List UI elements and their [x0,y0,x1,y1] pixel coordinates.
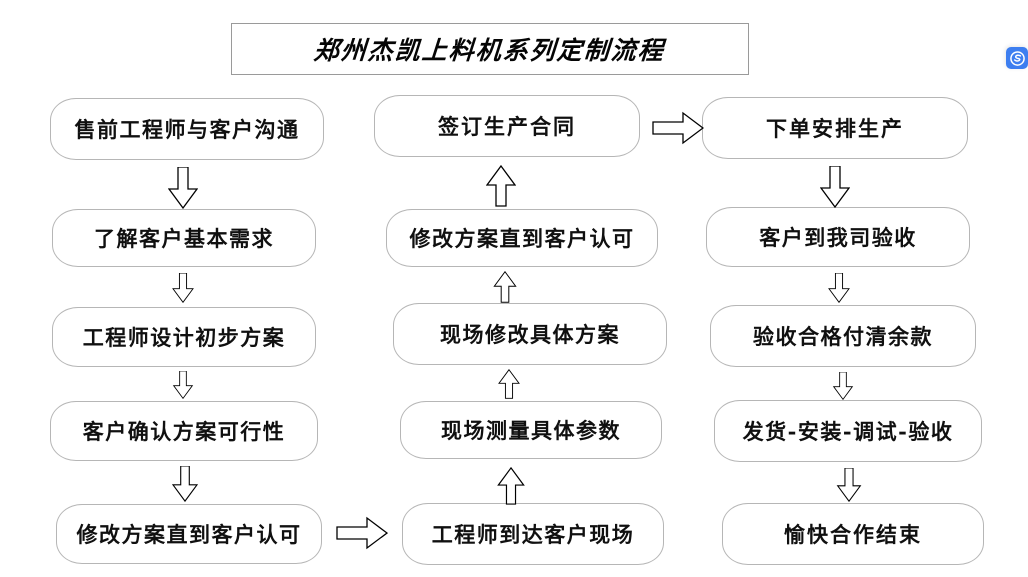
flow-arrow-down-a14 [834,468,864,502]
flow-node-label: 发货-安装-调试-验收 [742,418,954,444]
flow-node-n3[interactable]: 工程师设计初步方案 [52,307,316,367]
flow-node-n6[interactable]: 签订生产合同 [374,95,640,157]
flow-arrow-down-a13 [828,372,858,400]
flow-node-label: 签订生产合同 [438,113,576,139]
flow-arrow-up-a8 [490,271,520,303]
flow-node-n15[interactable]: 愉快合作结束 [722,503,984,565]
flow-node-n9[interactable]: 现场测量具体参数 [400,401,662,459]
chart-title-box: 郑州杰凯上料机系列定制流程 [231,23,749,75]
flow-node-n13[interactable]: 验收合格付清余款 [710,305,976,367]
flow-node-label: 工程师设计初步方案 [82,324,286,350]
flow-node-label: 客户到我司验收 [759,224,917,250]
sogou-logo-icon[interactable] [1006,47,1028,69]
flow-arrow-up-a6 [496,467,526,505]
flow-arrow-down-a11 [820,166,850,208]
flow-arrow-up-a7 [494,369,524,399]
flow-node-n2[interactable]: 了解客户基本需求 [52,209,316,267]
flow-node-label: 下单安排生产 [766,115,904,141]
flow-arrow-down-a4 [170,466,200,502]
flow-node-n11[interactable]: 下单安排生产 [702,97,968,159]
flow-node-label: 客户确认方案可行性 [82,418,286,444]
flow-arrow-down-a3 [168,371,198,399]
flow-node-n4[interactable]: 客户确认方案可行性 [50,401,318,461]
flow-node-n5[interactable]: 修改方案直到客户认可 [56,504,322,564]
flow-node-label: 工程师到达客户现场 [431,521,635,547]
flow-node-label: 验收合格付清余款 [753,323,933,349]
flow-arrow-down-a1 [168,167,198,209]
flow-node-label: 修改方案直到客户认可 [409,225,635,251]
flow-arrow-right-a10 [652,110,704,146]
flow-node-label: 现场修改具体方案 [440,321,620,347]
chart-title: 郑州杰凯上料机系列定制流程 [313,36,667,65]
flow-arrow-down-a12 [824,273,854,303]
flow-node-label: 修改方案直到客户认可 [76,521,302,547]
flow-arrow-down-a2 [168,273,198,303]
flow-arrow-right-a5 [336,516,388,550]
flow-node-label: 了解客户基本需求 [94,225,274,251]
flow-arrow-up-a9 [486,164,516,208]
flow-node-n14[interactable]: 发货-安装-调试-验收 [714,400,982,462]
flow-node-label: 愉快合作结束 [784,521,922,547]
flow-node-label: 现场测量具体参数 [441,417,621,443]
flow-node-n12[interactable]: 客户到我司验收 [706,207,970,267]
flow-node-n8[interactable]: 现场修改具体方案 [393,303,667,365]
flow-node-n10[interactable]: 工程师到达客户现场 [402,503,664,565]
flow-node-label: 售前工程师与客户沟通 [74,116,300,142]
flow-node-n1[interactable]: 售前工程师与客户沟通 [50,98,324,160]
flow-node-n7[interactable]: 修改方案直到客户认可 [386,209,658,267]
